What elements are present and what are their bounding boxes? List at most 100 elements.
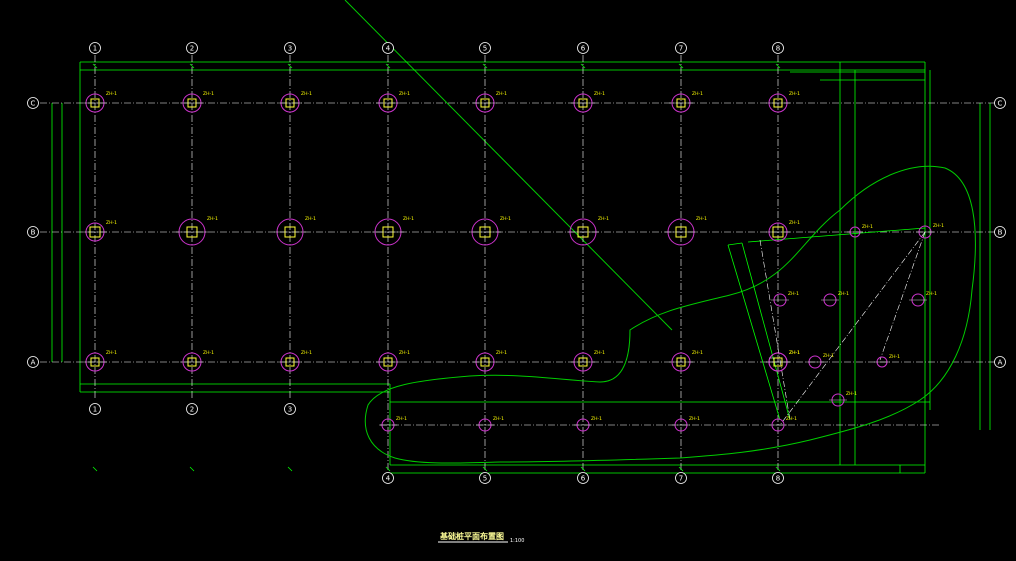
pile-tag: ZH-1 (203, 91, 214, 97)
axis-bubble-circle (994, 226, 1006, 238)
pile: ZH-1 (176, 216, 218, 246)
pile: ZH-1 (571, 350, 605, 372)
axis-bubble-circle (27, 356, 39, 368)
pile-tag: ZH-1 (203, 350, 214, 356)
pile-tag: ZH-1 (305, 216, 316, 222)
pile-tag: ZH-1 (106, 220, 117, 226)
pile-tag: ZH-1 (496, 350, 507, 356)
axis-bubble-label: 2 (190, 406, 194, 414)
pile-tag: ZH-1 (591, 416, 602, 422)
pile: ZH-1 (180, 350, 214, 372)
dimension-frame (51, 61, 991, 474)
pile-tag: ZH-1 (500, 216, 511, 222)
pile-tag: ZH-1 (594, 350, 605, 356)
axis-bubble-circle (284, 403, 296, 415)
axis-bubble-bottom: 3 (284, 403, 296, 415)
pile-tag: ZH-1 (496, 91, 507, 97)
pile-tag: ZH-1 (399, 91, 410, 97)
pile: ZH-1 (83, 350, 117, 372)
pile-tag: ZH-1 (789, 350, 800, 356)
pile: ZH-1 (567, 216, 609, 246)
pile: ZH-1 (669, 350, 703, 372)
pile: ZH-1 (909, 291, 937, 307)
axis-bubble-right: B (994, 226, 1006, 238)
pile-tag: ZH-1 (594, 91, 605, 97)
pile-tag: ZH-1 (789, 350, 800, 356)
axis-bubble-label: 5 (483, 475, 487, 483)
pile: ZH-1 (473, 350, 507, 372)
axis-bubble-circle (284, 42, 296, 54)
pile-tag: ZH-1 (846, 391, 857, 397)
axis-bubble-top: 7 (675, 42, 687, 54)
pile: ZH-1 (574, 416, 602, 432)
pile-tag: ZH-1 (789, 91, 800, 97)
axis-bubble-top: 3 (284, 42, 296, 54)
axis-bubble-label: B (998, 229, 1003, 237)
revision-cloud-upper-right (364, 165, 976, 464)
axis-bubble-circle (382, 42, 394, 54)
pile-tag: ZH-1 (838, 291, 849, 297)
pile-tag: ZH-1 (207, 216, 218, 222)
axis-bubble-label: 4 (386, 475, 391, 483)
pile: ZH-1 (766, 220, 800, 242)
pile-tag: ZH-1 (301, 91, 312, 97)
diagonal-reference-line (344, 0, 673, 331)
axis-bubble-label: 3 (288, 406, 292, 414)
axis-bubble-label: 6 (581, 475, 586, 483)
pile-tag: ZH-1 (889, 354, 900, 360)
drawing-title: 基础桩平面布置图 (439, 531, 504, 541)
axis-bubble-left: C (27, 97, 39, 109)
axis-bubble-top: 8 (772, 42, 784, 54)
pile: ZH-1 (916, 223, 944, 239)
pile-tag: ZH-1 (301, 350, 312, 356)
axis-bubble-right: A (994, 356, 1006, 368)
axis-bubble-circle (675, 42, 687, 54)
pile-tag: ZH-1 (696, 216, 707, 222)
pile: ZH-1 (469, 216, 511, 246)
axis-bubble-circle (772, 42, 784, 54)
axis-bubble-label: C (31, 100, 36, 108)
axis-bubble-label: 2 (190, 45, 194, 53)
axis-bubble-bottom: 5 (479, 472, 491, 484)
pile: ZH-1 (806, 353, 834, 369)
pile: ZH-1 (665, 216, 707, 246)
axis-bubble-circle (577, 42, 589, 54)
pile-tag: ZH-1 (692, 350, 703, 356)
axis-bubble-top: 5 (479, 42, 491, 54)
axis-bubble-circle (479, 472, 491, 484)
axis-bubble-label: 8 (776, 45, 780, 53)
axis-bubble-label: 5 (483, 45, 487, 53)
axis-bubble-bottom: 6 (577, 472, 589, 484)
axis-bubble-label: C (998, 100, 1003, 108)
axis-bubble-label: A (31, 359, 36, 367)
axis-bubble-label: 4 (386, 45, 391, 53)
pile: ZH-1 (376, 350, 410, 372)
pile: ZH-1 (180, 91, 214, 113)
axis-bubble-label: 7 (679, 45, 683, 53)
pile: ZH-1 (83, 91, 117, 113)
axis-bubble-circle (89, 403, 101, 415)
axis-bubble-left: B (27, 226, 39, 238)
axis-bubble-circle (479, 42, 491, 54)
pile-tag: ZH-1 (106, 91, 117, 97)
axis-bubble-top: 4 (382, 42, 394, 54)
axis-bubble-label: B (31, 229, 36, 237)
pile-tag: ZH-1 (823, 353, 834, 359)
axis-bubble-bottom: 2 (186, 403, 198, 415)
pile: ZH-1 (847, 224, 873, 238)
pile: ZH-1 (473, 91, 507, 113)
axis-bubble-left: A (27, 356, 39, 368)
pile-tag: ZH-1 (926, 291, 937, 297)
axis-bubble-label: 1 (93, 406, 97, 414)
pile: ZH-1 (571, 91, 605, 113)
axis-bubble-top: 2 (186, 42, 198, 54)
axis-bubble-label: 7 (679, 475, 683, 483)
pile: ZH-1 (771, 291, 799, 307)
pile-tag: ZH-1 (399, 350, 410, 356)
pile: ZH-1 (672, 416, 700, 432)
pile-tag: ZH-1 (788, 291, 799, 297)
pile-tag: ZH-1 (692, 91, 703, 97)
axis-bubble-label: 6 (581, 45, 586, 53)
